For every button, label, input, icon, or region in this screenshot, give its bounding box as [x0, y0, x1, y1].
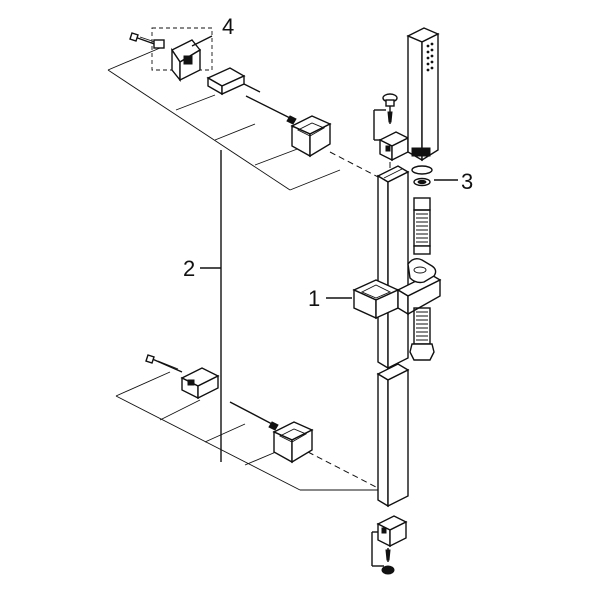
- spray-nozzles-icon: [426, 42, 434, 72]
- lower-long-screw-icon: [229, 401, 279, 431]
- item-3-washer-icon: [411, 165, 433, 187]
- upper-assembly-guide: [329, 151, 381, 179]
- lower-mounting-plate-icon: [180, 367, 220, 400]
- item-4-wall-bracket-icon: [151, 27, 213, 82]
- upper-cap-screw-icon: [373, 93, 398, 141]
- lower-assembly-guide: [307, 451, 379, 489]
- callout-4-leader: [191, 35, 213, 47]
- lower-rail-mount-block-icon: [272, 421, 314, 464]
- hand-shower-icon: [406, 27, 440, 162]
- upper-long-screw-icon: [245, 95, 297, 125]
- callout-2-label: 2: [183, 256, 195, 281]
- upper-screw-cap-icon: [153, 39, 165, 49]
- callout-1-label: 1: [308, 286, 320, 311]
- lower-rail-end-cap-icon: [376, 515, 408, 548]
- upper-rail-mount-block-icon: [290, 115, 332, 158]
- upper-mounting-plate-icon: [206, 67, 261, 96]
- shower-hose-lower-icon: [409, 307, 435, 361]
- item-2-shower-rail-upper-icon: [376, 165, 410, 370]
- rail-length-indicator: [200, 150, 222, 462]
- shower-hose-upper-icon: [413, 197, 431, 255]
- item-1-slider-holder-icon: [352, 257, 442, 320]
- callout-3-label: 3: [461, 169, 473, 194]
- lower-cap-screw-icon: [371, 531, 395, 575]
- item-2-shower-rail-lower-icon: [376, 363, 410, 508]
- upper-rail-end-cap-icon: [378, 131, 410, 162]
- callout-4-label: 4: [222, 14, 234, 39]
- lower-screw-icon: [145, 354, 183, 373]
- lower-wall-plane: [115, 371, 380, 491]
- upper-wall-plane: [107, 47, 341, 191]
